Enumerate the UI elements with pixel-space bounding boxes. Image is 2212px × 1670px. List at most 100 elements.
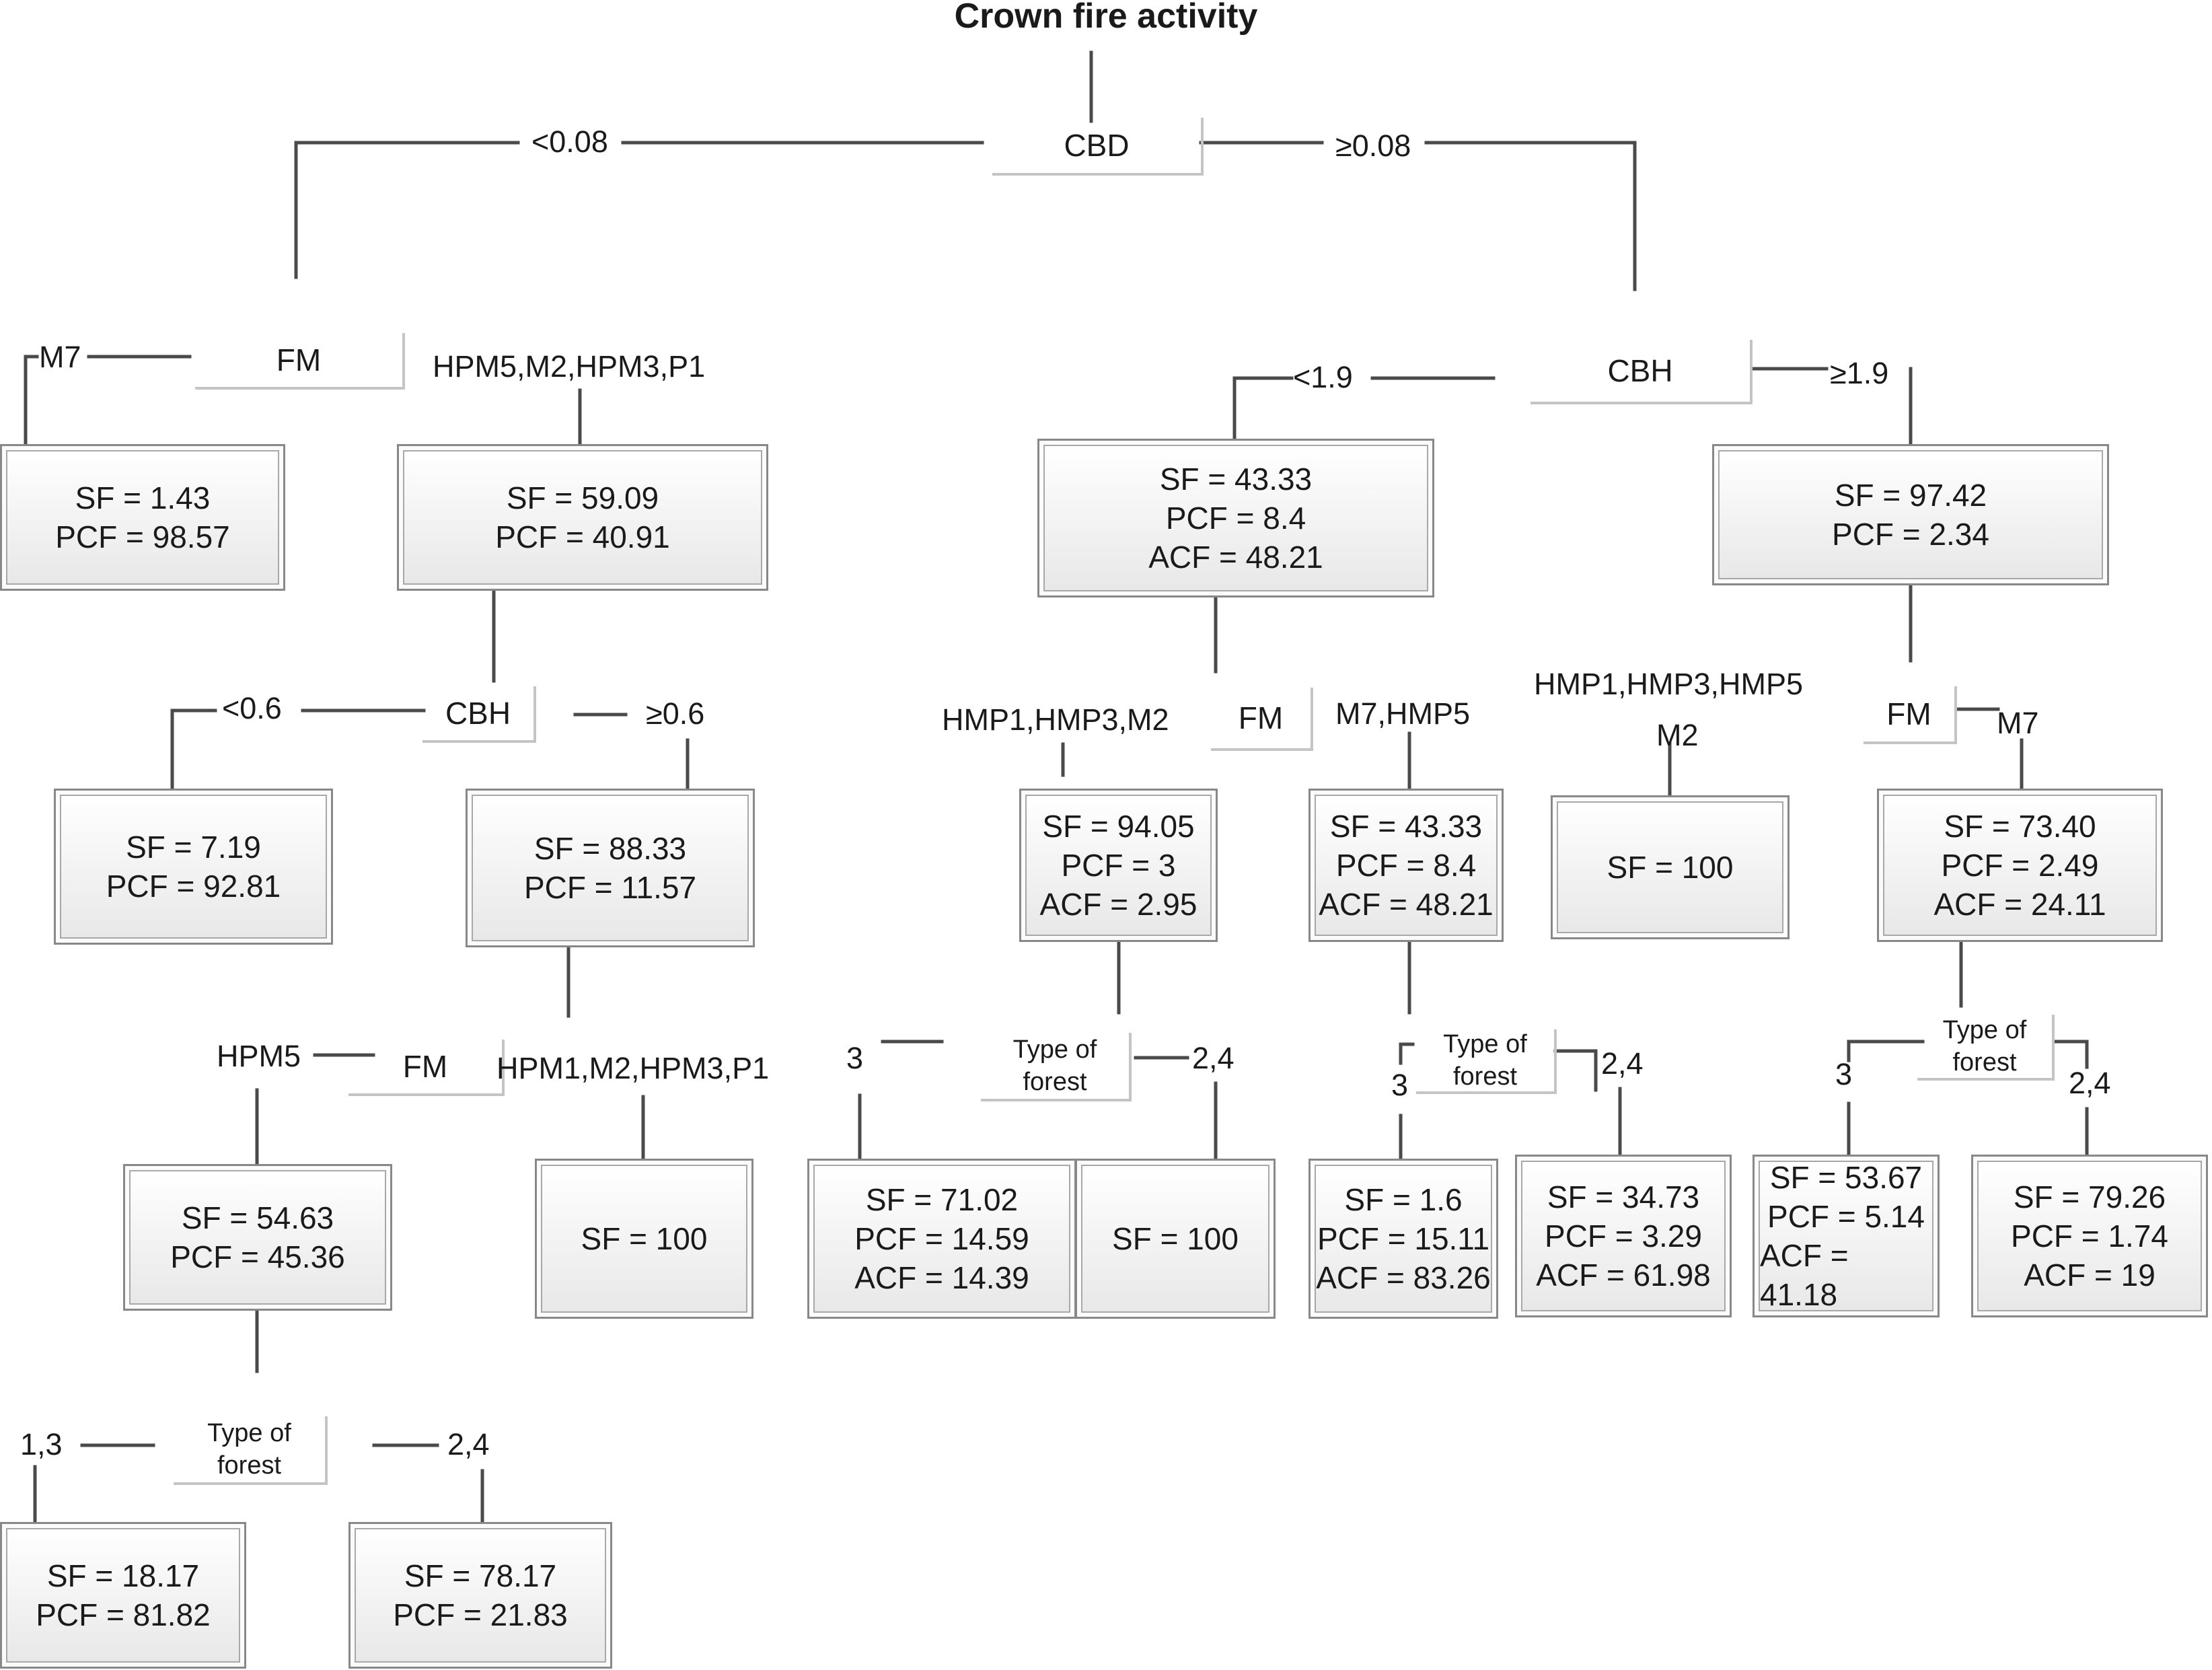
branch-label-m7-hmp5: M7,HMP5 bbox=[1335, 696, 1471, 731]
split-fm-rr: FM bbox=[1864, 686, 1957, 744]
branch-label-hmp1-hmp3-hmp5: HMP1,HMP3,HMP5 bbox=[1534, 667, 1804, 701]
split-fm-left: FM bbox=[195, 333, 405, 390]
split-type-label-1: Type of bbox=[1443, 1030, 1527, 1058]
node-line: SF = 53.67 bbox=[1769, 1160, 1923, 1195]
split-type-label-1: Type of bbox=[1012, 1036, 1097, 1064]
branch-label-lt-0-6: <0.6 bbox=[222, 691, 282, 725]
node-sf-100-b: SF = 100 bbox=[535, 1159, 753, 1319]
node-line: PCF = 2.49 bbox=[1941, 848, 2099, 883]
split-cbd: CBD bbox=[992, 118, 1204, 176]
branch-label-ge-0-6: ≥0.6 bbox=[646, 696, 705, 731]
branch-label-2-4-a: 2,4 bbox=[1192, 1041, 1234, 1075]
node-line: SF = 79.26 bbox=[2013, 1179, 2166, 1214]
diagram-title: Crown fire activity bbox=[954, 0, 1258, 36]
node-line: ACF = 48.21 bbox=[1148, 540, 1323, 575]
split-cbd-label: CBD bbox=[1064, 128, 1130, 163]
split-type-label-2: forest bbox=[1023, 1068, 1087, 1096]
split-fm-rr-label: FM bbox=[1886, 696, 1931, 731]
split-cbh-right: CBH bbox=[1531, 340, 1753, 404]
node-line: PCF = 98.57 bbox=[55, 519, 230, 554]
node-line: PCF = 14.59 bbox=[854, 1221, 1029, 1256]
branch-label-2-4-c: 2,4 bbox=[2069, 1066, 2111, 1100]
node-line: PCF = 45.36 bbox=[170, 1239, 345, 1274]
branch-label-hpm5: HPM5 bbox=[217, 1039, 301, 1073]
branch-label-lt-1-9: <1.9 bbox=[1293, 360, 1353, 394]
node-line: SF = 18.17 bbox=[46, 1558, 200, 1593]
split-type-of-forest-rr: Type of forest bbox=[1917, 1015, 2055, 1081]
split-fm-l3: FM bbox=[348, 1040, 505, 1096]
split-type-label-2: forest bbox=[1452, 1062, 1518, 1091]
node-line: SF = 97.42 bbox=[1834, 478, 1987, 513]
node-line: PCF = 40.91 bbox=[495, 519, 670, 554]
split-type-label-1: Type of bbox=[1942, 1016, 2027, 1044]
branch-label-2-4-d: 2,4 bbox=[447, 1427, 490, 1461]
split-fm-rl-label: FM bbox=[1238, 700, 1284, 735]
branch-label-m7-right: M7 bbox=[1997, 706, 2039, 740]
node-line: SF = 100 bbox=[1112, 1221, 1239, 1256]
split-cbh-left-label: CBH bbox=[445, 696, 511, 731]
branch-label-m2: M2 bbox=[1656, 718, 1699, 752]
node-line: PCF = 92.81 bbox=[106, 869, 281, 904]
node-line: SF = 43.33 bbox=[1159, 462, 1313, 497]
node-line: ACF = 14.39 bbox=[854, 1260, 1029, 1295]
node-line: SF = 100 bbox=[581, 1221, 708, 1256]
node-line: PCF = 5.14 bbox=[1767, 1199, 1925, 1234]
node-line: PCF = 21.83 bbox=[393, 1597, 568, 1632]
node-line: SF = 1.6 bbox=[1344, 1182, 1463, 1217]
node-line: PCF = 11.57 bbox=[523, 870, 697, 905]
node-line: PCF = 3 bbox=[1061, 848, 1176, 883]
node-line: PCF = 8.4 bbox=[1165, 501, 1306, 536]
branch-label-hpm1-m2-hpm3-p1: HPM1,M2,HPM3,P1 bbox=[496, 1051, 770, 1085]
node-line: ACF = 2.95 bbox=[1039, 887, 1197, 922]
node-line: SF = 88.33 bbox=[533, 831, 687, 866]
split-fm-rl: FM bbox=[1211, 688, 1313, 751]
node-line: PCF = 3.29 bbox=[1545, 1219, 1702, 1254]
node-line: PCF = 1.74 bbox=[2011, 1219, 2168, 1254]
node-line: ACF = 48.21 bbox=[1319, 887, 1494, 922]
node-line: SF = 34.73 bbox=[1547, 1179, 1700, 1214]
node-line: ACF = 24.11 bbox=[1933, 887, 2106, 922]
node-line: SF = 1.43 bbox=[75, 480, 211, 515]
node-line: SF = 71.02 bbox=[865, 1182, 1019, 1217]
node-sf-100-c: SF = 100 bbox=[1075, 1159, 1276, 1319]
node-line: SF = 100 bbox=[1607, 850, 1734, 885]
branch-label-ge-1-9: ≥1.9 bbox=[1830, 356, 1889, 390]
split-type-label-2: forest bbox=[1952, 1048, 2017, 1077]
split-type-label-2: forest bbox=[217, 1451, 282, 1480]
split-cbh-right-label: CBH bbox=[1607, 353, 1673, 388]
node-line: ACF = 61.98 bbox=[1536, 1258, 1711, 1293]
node-sf-100-a: SF = 100 bbox=[1551, 795, 1790, 939]
node-line: SF = 94.05 bbox=[1042, 809, 1195, 844]
branch-label-hmp1-hmp3-m2: HMP1,HMP3,M2 bbox=[942, 702, 1169, 737]
node-line: PCF = 15.11 bbox=[1317, 1221, 1490, 1256]
split-type-label-1: Type of bbox=[207, 1419, 291, 1447]
branch-label-lt-0-08: <0.08 bbox=[531, 124, 608, 159]
node-line: SF = 54.63 bbox=[181, 1200, 334, 1235]
split-cbh-left: CBH bbox=[422, 686, 536, 743]
branch-label-2-4-b: 2,4 bbox=[1601, 1046, 1644, 1081]
branch-label-3-c: 3 bbox=[1835, 1057, 1853, 1091]
branch-label-m7-left: M7 bbox=[39, 340, 81, 374]
branch-label-3-b: 3 bbox=[1391, 1068, 1409, 1102]
node-line: ACF = 41.18 bbox=[1760, 1238, 1849, 1312]
node-line: PCF = 81.82 bbox=[36, 1597, 211, 1632]
node-line: ACF = 19 bbox=[2024, 1258, 2155, 1293]
node-line: SF = 78.17 bbox=[404, 1558, 557, 1593]
